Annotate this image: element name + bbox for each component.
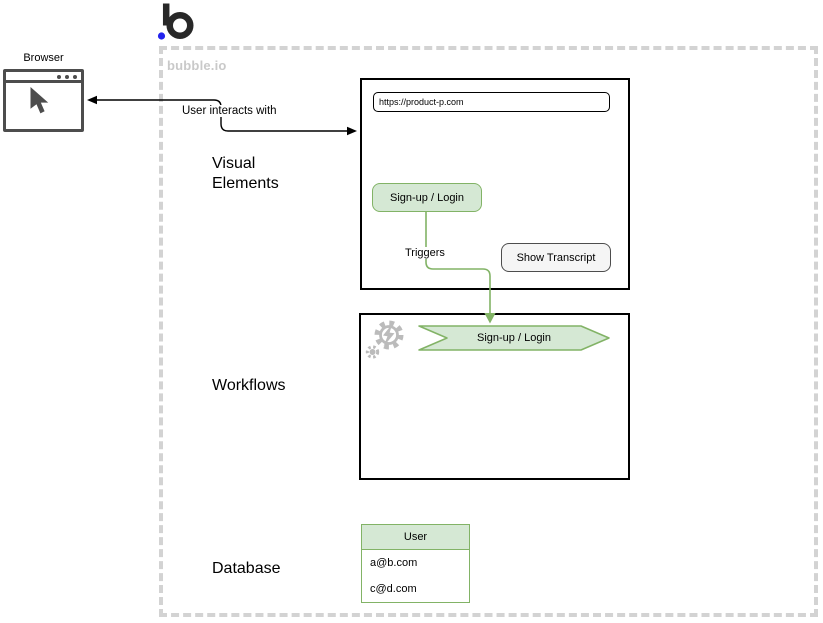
table-row: c@d.com <box>370 583 417 595</box>
section-label-visual-elements: Visual Elements <box>212 155 279 192</box>
user-table: User a@b.com c@d.com <box>361 524 470 603</box>
browser-window <box>3 69 84 132</box>
section-label-database: Database <box>212 560 281 577</box>
bubble-io-watermark: bubble.io <box>167 58 227 73</box>
browser-menu-dots-icon <box>57 75 77 79</box>
arrowhead-left <box>87 95 97 105</box>
logo-blue-dot <box>157 32 166 40</box>
browser-body <box>6 83 81 127</box>
show-transcript-button[interactable]: Show Transcript <box>501 243 611 272</box>
url-bar-input[interactable] <box>373 92 610 112</box>
bubble-io-boundary <box>159 46 818 617</box>
workflow-event-label: Sign-up / Login <box>477 332 551 344</box>
triggers-label: Triggers <box>402 247 448 259</box>
section-label-workflows: Workflows <box>212 377 286 394</box>
bubble-logo-icon <box>157 3 194 40</box>
user-table-header: User <box>362 525 469 550</box>
lightning-bolt-icon <box>383 323 395 347</box>
signup-login-button[interactable]: Sign-up / Login <box>372 183 482 212</box>
table-row: a@b.com <box>370 557 418 569</box>
browser-titlebar <box>6 72 81 83</box>
mouse-cursor-icon <box>30 87 49 114</box>
workflow-gears-icon <box>365 320 404 359</box>
user-interacts-label: User interacts with <box>179 105 280 117</box>
visual-elements-panel: Sign-up / Login Show Transcript <box>360 78 630 290</box>
workflow-event-banner[interactable] <box>418 325 610 351</box>
browser-label: Browser <box>23 52 64 64</box>
